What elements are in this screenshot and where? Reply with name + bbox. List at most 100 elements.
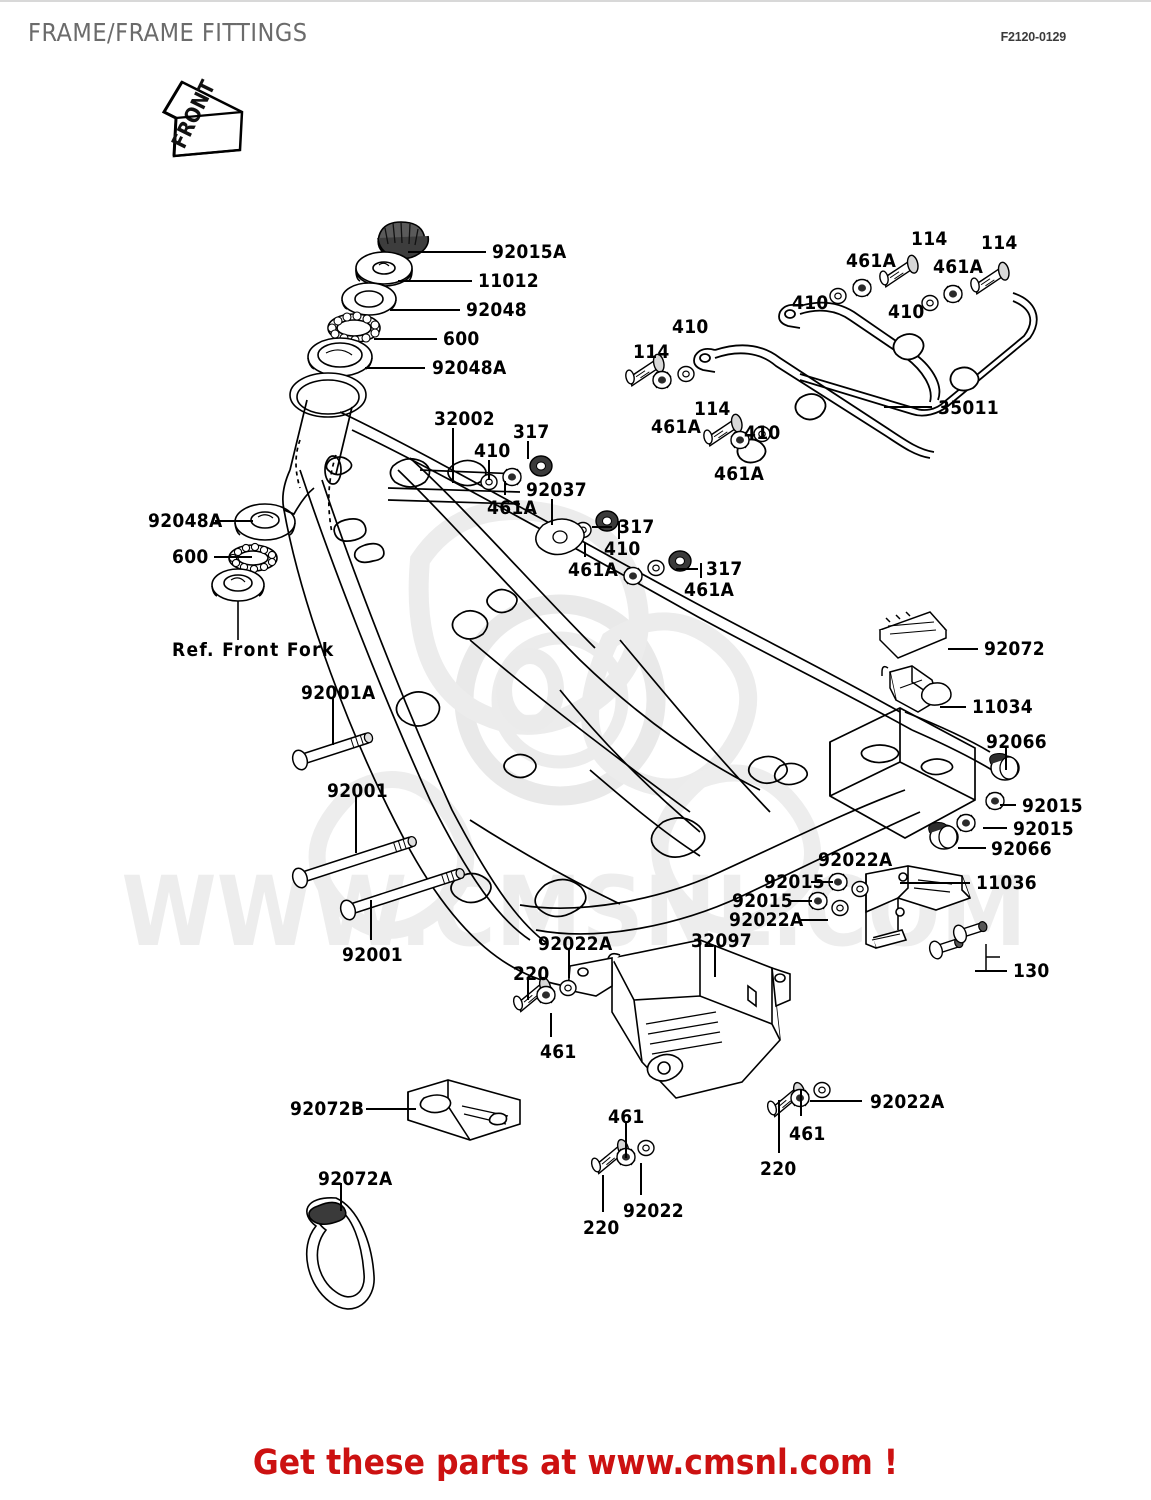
part-number-label: 317 xyxy=(618,516,655,538)
part-number-label: 11034 xyxy=(972,696,1033,718)
part-number-label: 461A xyxy=(651,416,702,438)
skid-plate-hardware xyxy=(508,975,831,1176)
part-number-label: 114 xyxy=(633,341,670,363)
part-number-label: 461A xyxy=(714,463,765,485)
leader-line xyxy=(550,1013,552,1037)
part-number-label: 600 xyxy=(443,328,480,350)
leader-line xyxy=(452,428,454,483)
leader-line xyxy=(983,827,1007,829)
part-number-label: 220 xyxy=(513,963,550,985)
part-number-label: 461 xyxy=(608,1106,645,1128)
part-number-label: 92022 xyxy=(623,1200,684,1222)
leader-line xyxy=(527,978,529,1000)
leader-line xyxy=(810,1100,862,1102)
part-number-label: 410 xyxy=(744,422,781,444)
part-number-label: 92022A xyxy=(818,849,893,871)
part-number-label: 410 xyxy=(672,316,709,338)
page-title: FRAME/FRAME FITTINGS xyxy=(28,18,308,47)
part-number-label: 461A xyxy=(846,250,897,272)
leader-line xyxy=(398,280,472,282)
leader-line xyxy=(584,543,586,557)
lower-bearing-stack xyxy=(211,503,296,640)
part-92072A-clamp xyxy=(306,1197,375,1310)
part-number-label: 35011 xyxy=(938,397,999,419)
leader-line xyxy=(551,499,553,525)
part-number-label: 92015 xyxy=(1013,818,1074,840)
part-number-label: 92022A xyxy=(729,909,804,931)
leader-line xyxy=(1000,804,1016,806)
part-number-label: 92015 xyxy=(764,871,825,893)
leader-line xyxy=(1005,748,1007,770)
leader-line xyxy=(625,1122,627,1158)
part-number-label: 92001 xyxy=(342,944,403,966)
engine-mount-bolts xyxy=(291,732,465,921)
part-number-label: 92048A xyxy=(148,510,223,532)
leader-line xyxy=(800,919,828,921)
part-number-label: 461A xyxy=(487,497,538,519)
part-number-label: 92066 xyxy=(991,838,1052,860)
part-number-label: 410 xyxy=(474,440,511,462)
leader-line xyxy=(602,1175,604,1212)
part-number-label: 92066 xyxy=(986,731,1047,753)
part-number-label: 92022A xyxy=(870,1091,945,1113)
part-number-label: 410 xyxy=(888,301,925,323)
leader-line xyxy=(700,563,702,578)
part-number-label: 92072A xyxy=(318,1168,393,1190)
part-number-label: 317 xyxy=(706,558,743,580)
leader-line xyxy=(884,406,932,408)
part-number-label: 600 xyxy=(172,546,209,568)
part-11036-bracket xyxy=(865,865,972,949)
part-number-label: 461 xyxy=(789,1123,826,1145)
part-number-label: 92001A xyxy=(301,682,376,704)
part-92072B-strip xyxy=(407,1079,521,1141)
leader-line xyxy=(355,795,357,853)
leader-line xyxy=(366,1108,416,1110)
ref-front-fork-note: Ref. Front Fork xyxy=(172,639,335,661)
leader-line xyxy=(800,1090,802,1116)
leader-line xyxy=(365,367,425,369)
leader-line xyxy=(778,1100,780,1153)
leader-line xyxy=(618,521,620,539)
leader-line xyxy=(370,900,372,940)
footer-promo-text: Get these parts at www.cmsnl.com ! xyxy=(252,1443,899,1483)
leader-line xyxy=(215,520,253,522)
leader-line xyxy=(340,1183,342,1211)
part-number-label: 92072B xyxy=(290,1098,365,1120)
part-number-label: 92037 xyxy=(526,479,587,501)
leader-line xyxy=(640,1163,642,1195)
part-number-label: 220 xyxy=(760,1158,797,1180)
leader-line xyxy=(374,338,437,340)
part-number-label: 410 xyxy=(792,292,829,314)
part-92015-nuts-right xyxy=(956,791,1005,833)
part-number-label: 220 xyxy=(583,1217,620,1239)
leader-line xyxy=(940,706,966,708)
leader-line xyxy=(975,970,1007,972)
leader-line xyxy=(488,460,490,480)
part-number-label: 92048A xyxy=(432,357,507,379)
leader-line xyxy=(568,948,570,978)
leader-line xyxy=(811,881,833,883)
part-number-label: 461A xyxy=(933,256,984,278)
part-number-label: 317 xyxy=(513,421,550,443)
part-number-label: 130 xyxy=(1013,960,1050,982)
main-frame-32002 xyxy=(282,399,993,986)
drawing-number: F2120-0129 xyxy=(1000,30,1067,44)
part-130-bolts xyxy=(928,921,1000,970)
part-number-label: 11012 xyxy=(478,270,539,292)
part-number-label: 461 xyxy=(540,1041,577,1063)
part-number-label: 92001 xyxy=(327,780,388,802)
part-number-label: 114 xyxy=(694,398,731,420)
part-number-label: 92015 xyxy=(1022,795,1083,817)
part-92072-damper xyxy=(878,611,948,659)
leader-line xyxy=(390,309,460,311)
leader-line xyxy=(504,481,506,495)
leader-line xyxy=(527,441,529,459)
part-number-label: 114 xyxy=(981,232,1018,254)
part-32097-skid-plate xyxy=(567,939,791,1099)
header-divider xyxy=(0,0,1151,2)
front-direction-badge: FRONT xyxy=(152,77,256,160)
leader-line xyxy=(790,900,812,902)
part-number-label: 92048 xyxy=(466,299,527,321)
leader-line xyxy=(948,648,978,650)
part-number-label: 92015A xyxy=(492,241,567,263)
